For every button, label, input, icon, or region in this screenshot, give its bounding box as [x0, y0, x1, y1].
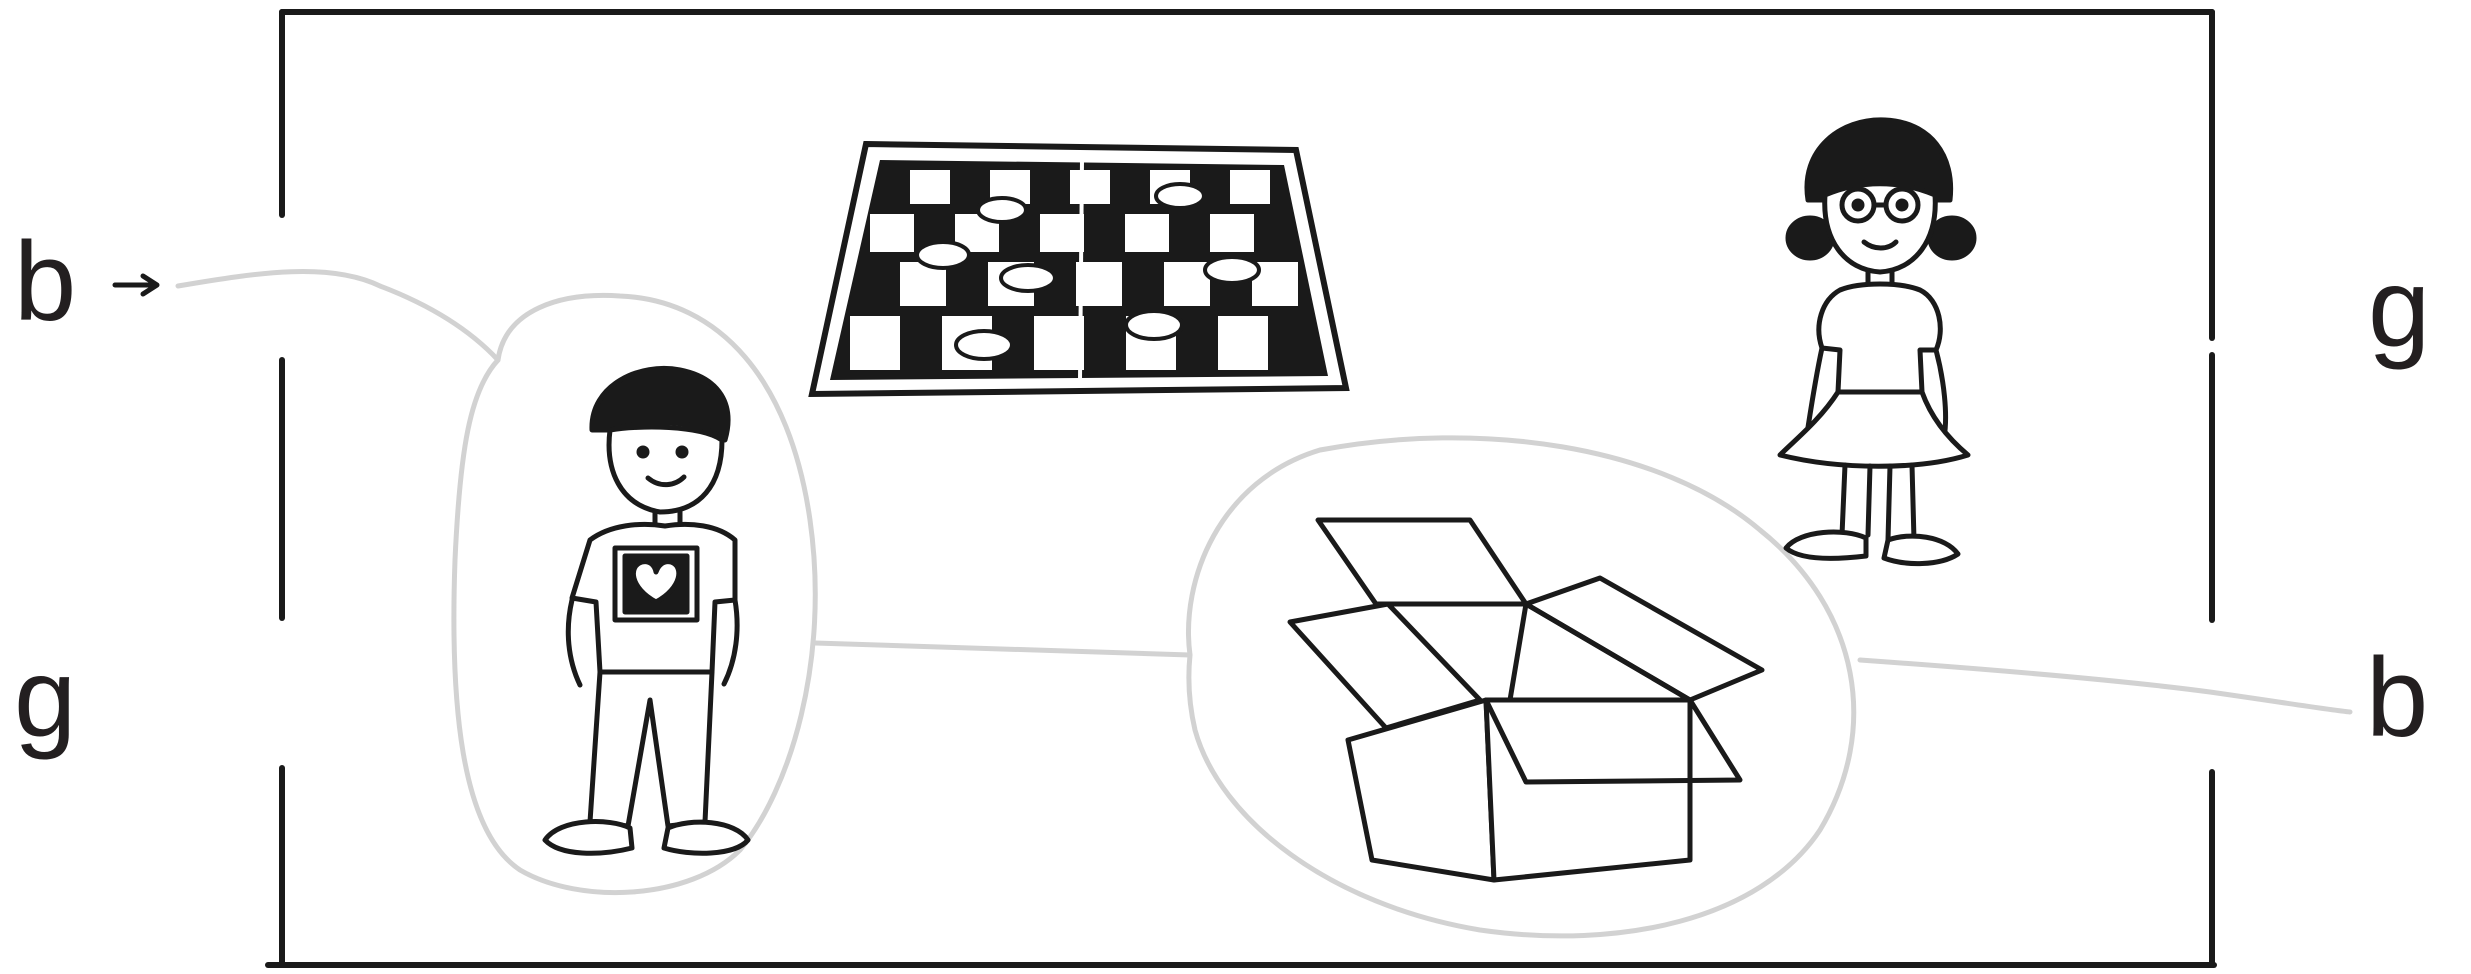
checkerboard-icon	[812, 144, 1346, 394]
girl-icon	[1780, 120, 1974, 564]
door-label-top-left: b	[14, 219, 76, 344]
entry-arrow-icon	[115, 276, 157, 294]
path-middle-segment	[815, 643, 1190, 655]
path-exit-segment	[1860, 660, 2350, 712]
door-label-bottom-left: g	[14, 635, 76, 760]
door-label-bottom-right: b	[2366, 635, 2428, 760]
boy-icon	[545, 368, 748, 853]
path-entry-segment	[178, 272, 498, 360]
open-box-icon	[1290, 520, 1762, 880]
door-label-top-right: g	[2368, 245, 2430, 370]
